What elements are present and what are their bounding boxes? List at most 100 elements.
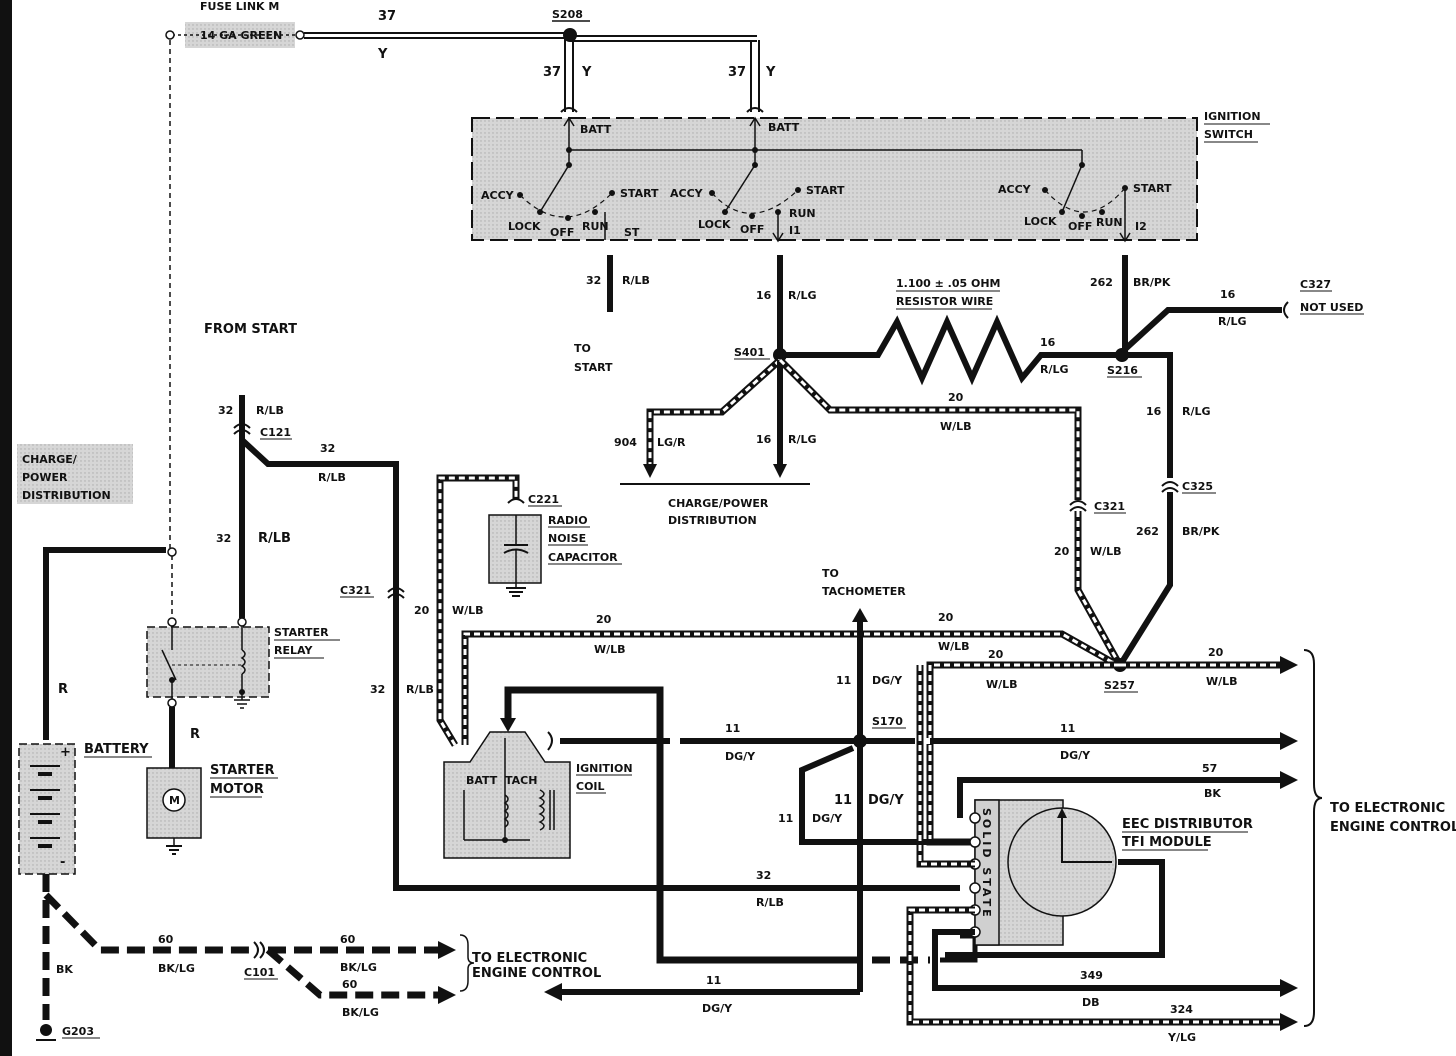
wire-dgy-tach: DG/Y (872, 674, 903, 687)
wire-color-yc: Y (765, 65, 776, 80)
wire-16-c327: 16 (1220, 288, 1236, 301)
s170-label: S170 (872, 715, 903, 728)
pos-run-2: RUN (789, 207, 816, 220)
wire-32-bottom: 32 (756, 869, 771, 882)
wire-32-relay: 32 (216, 532, 231, 545)
wire-rlb-left: R/LB (406, 683, 434, 696)
wire-color-y: Y (377, 47, 388, 62)
wire-dgy-coil: DG/Y (725, 750, 756, 763)
wire-wlb-coil: W/LB (594, 643, 626, 656)
wire-ylg: Y/LG (1167, 1031, 1196, 1044)
charge-dist-left-1: CHARGE/ (22, 453, 78, 466)
wire-37-y: 37 Y S208 37 Y 37 Y (304, 8, 776, 113)
wire-20-top: 20 (948, 391, 964, 404)
wire-60-c: 60 (342, 978, 358, 991)
wire-20-s257-left: 20 (988, 648, 1004, 661)
c321-right-label: C321 (1094, 500, 1125, 513)
from-start-label: FROM START (204, 322, 297, 337)
ignition-switch-label-2: SWITCH (1204, 128, 1253, 141)
charge-dist-left-3: DISTRIBUTION (22, 489, 111, 502)
ground-g203 (40, 1024, 52, 1036)
battery-plus: + (60, 745, 71, 760)
wire-brpk-i2: BR/PK (1133, 276, 1171, 289)
starter-relay-label-2: RELAY (274, 644, 313, 657)
pos-accy-3: ACCY (998, 183, 1032, 196)
wire-20-coil: 20 (596, 613, 612, 626)
wire-16-i1: 16 (756, 289, 772, 302)
wire-bklg-c: BK/LG (342, 1006, 379, 1019)
resistor-wire: 1.100 ± .05 OHM RESISTOR WIRE 16 R/LG (780, 277, 1122, 386)
wire-rlb-relay: R/LB (258, 531, 291, 546)
wire-bklg-b: BK/LG (340, 961, 377, 974)
wire-bk-ground: BK (56, 963, 73, 976)
to-eec-bottom-1: TO ELECTRONIC (472, 951, 587, 966)
pos-start-3: START (1133, 182, 1172, 195)
wire-rlg-c327: R/LG (1218, 315, 1247, 328)
wire-dgy-mid: DG/Y (868, 793, 904, 808)
pos-i2: I2 (1135, 220, 1147, 233)
wire-11-mid: 11 (834, 793, 852, 808)
wire-rlg-res: R/LG (1040, 363, 1069, 376)
wire-16-s401: 16 (756, 433, 772, 446)
wire-32-st: 32 (586, 274, 601, 287)
to-start-1: TO (574, 342, 591, 355)
wire-11-right: 11 (1060, 722, 1075, 735)
wire-rlb-c121: R/LB (318, 471, 346, 484)
switch-batt-1: BATT (580, 123, 612, 136)
wire-bk-57: BK (1204, 787, 1221, 800)
wire-rlb-st: R/LB (622, 274, 650, 287)
resistor-label-2: RESISTOR WIRE (896, 295, 993, 308)
fuse-link-m: FUSE LINK M 14 GA GREEN (165, 0, 305, 48)
wire-11-tach: 11 (836, 674, 851, 687)
ignition-coil-label-1: IGNITION (576, 762, 633, 775)
to-tach-1: TO (822, 567, 839, 580)
pos-run-3: RUN (1096, 216, 1123, 229)
wire-32-from-start: 32 (218, 404, 233, 417)
wire-dgy-right: DG/Y (1060, 749, 1091, 762)
wire-dgy-low: DG/Y (812, 812, 843, 825)
wire-wlb-s257-left: W/LB (986, 678, 1018, 691)
battery-label: BATTERY (84, 742, 149, 757)
radio-noise-capacitor: C221 RADIO NOISE CAPACITOR 20 W/LB (414, 474, 622, 747)
eec-distributor-tfi-module: SOLID STATE EEC DISTRIBUTOR TFI MODULE (945, 799, 1253, 958)
eec-label-2: TFI MODULE (1122, 835, 1212, 850)
pos-lock-1: LOCK (508, 220, 541, 233)
wire-wlb-c321r: W/LB (1090, 545, 1122, 558)
wire-r-battery: R (58, 682, 68, 697)
ignition-switch: IGNITION SWITCH BATT BATT (471, 110, 1270, 243)
wire-324: 324 (1170, 1003, 1193, 1016)
wire-20-right: 20 (1208, 646, 1224, 659)
wire-262-c325: 262 (1136, 525, 1159, 538)
wire-rlb-bottom: R/LB (756, 896, 784, 909)
c121-label: C121 (260, 426, 291, 439)
pos-start-2: START (806, 184, 845, 197)
to-eec-right-1: TO ELECTRONIC (1330, 801, 1445, 816)
to-eec-right-2: ENGINE CONTROL (1330, 820, 1456, 835)
wire-wlb-s257-top: W/LB (938, 640, 970, 653)
wire-rlb-from-start: R/LB (256, 404, 284, 417)
pos-off-3: OFF (1068, 220, 1092, 233)
wire-57: 57 (1202, 762, 1217, 775)
to-tach-2: TACHOMETER (822, 585, 906, 598)
pos-accy-1: ACCY (481, 189, 515, 202)
wire-label-37c: 37 (728, 65, 746, 80)
starter-motor-label-1: STARTER (210, 763, 274, 778)
resistor-label-1: 1.100 ± .05 OHM (896, 277, 1001, 290)
wire-color-yb: Y (581, 65, 592, 80)
wire-32-c121: 32 (320, 442, 335, 455)
charge-dist-left-2: POWER (22, 471, 68, 484)
starter-relay: STARTER RELAY (146, 617, 340, 709)
pos-run-1: RUN (582, 220, 609, 233)
wire-rlg-s401: R/LG (788, 433, 817, 446)
ignition-coil-label-2: COIL (576, 780, 605, 793)
wire-16-c325: 16 (1146, 405, 1162, 418)
wire-dgy-bottom: DG/Y (702, 1002, 733, 1015)
to-start-2: START (574, 361, 613, 374)
wire-bklg-a: BK/LG (158, 962, 195, 975)
s401-branches: 904 LG/R 16 R/LG CHARGE/POWER DISTRIBUTI… (614, 357, 1126, 664)
pos-st: ST (624, 226, 640, 239)
radio-label-2: NOISE (548, 532, 586, 545)
wire-r-motor: R (190, 727, 200, 742)
wire-32-left: 32 (370, 683, 385, 696)
